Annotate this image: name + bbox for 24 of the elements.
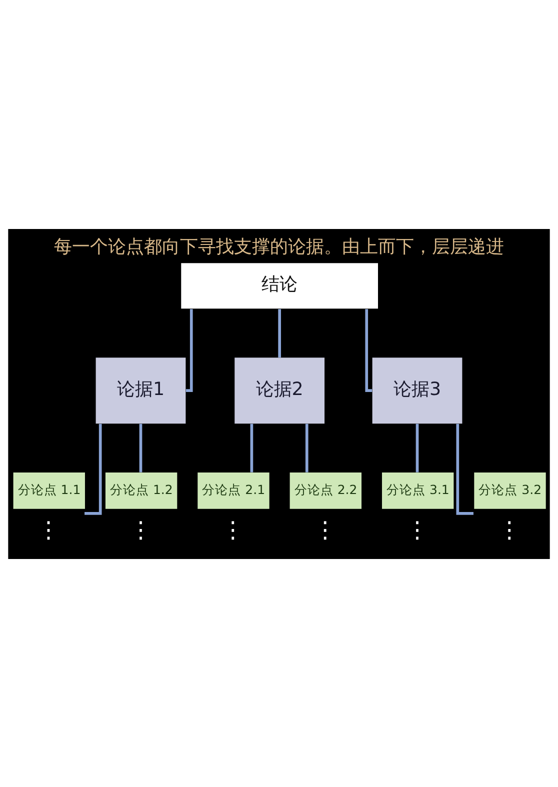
connector bbox=[139, 423, 142, 472]
node-box: 分论点 2.2 bbox=[290, 472, 362, 508]
node-box: 结论 bbox=[181, 262, 378, 308]
node-label: ⋮ bbox=[37, 516, 60, 543]
connector bbox=[278, 308, 281, 357]
node-box: 分论点 2.1 bbox=[198, 472, 270, 508]
connector bbox=[250, 423, 254, 472]
node-box: 分论点 1.2 bbox=[105, 472, 178, 508]
node-box: 分论点 3.2 bbox=[474, 472, 546, 508]
connector bbox=[416, 423, 419, 472]
node-label: ⋮ bbox=[314, 516, 336, 543]
node-label: ⋮ bbox=[406, 516, 429, 543]
connector bbox=[305, 423, 308, 472]
node-box: 论据2 bbox=[234, 357, 325, 424]
connector bbox=[365, 308, 372, 392]
connector bbox=[186, 308, 193, 392]
diagram-title: 每一个论点都向下寻找支撑的论据。由上而下，层层递进 bbox=[54, 236, 504, 258]
node-box: 论据3 bbox=[372, 357, 462, 424]
node-label: ⋮ bbox=[222, 516, 244, 543]
node-label: ⋮ bbox=[129, 516, 152, 543]
node-label: ⋮ bbox=[498, 516, 521, 543]
node-box: 分论点 1.1 bbox=[13, 472, 85, 508]
node-box: 论据1 bbox=[96, 357, 186, 424]
node-box: 分论点 3.1 bbox=[382, 472, 454, 508]
